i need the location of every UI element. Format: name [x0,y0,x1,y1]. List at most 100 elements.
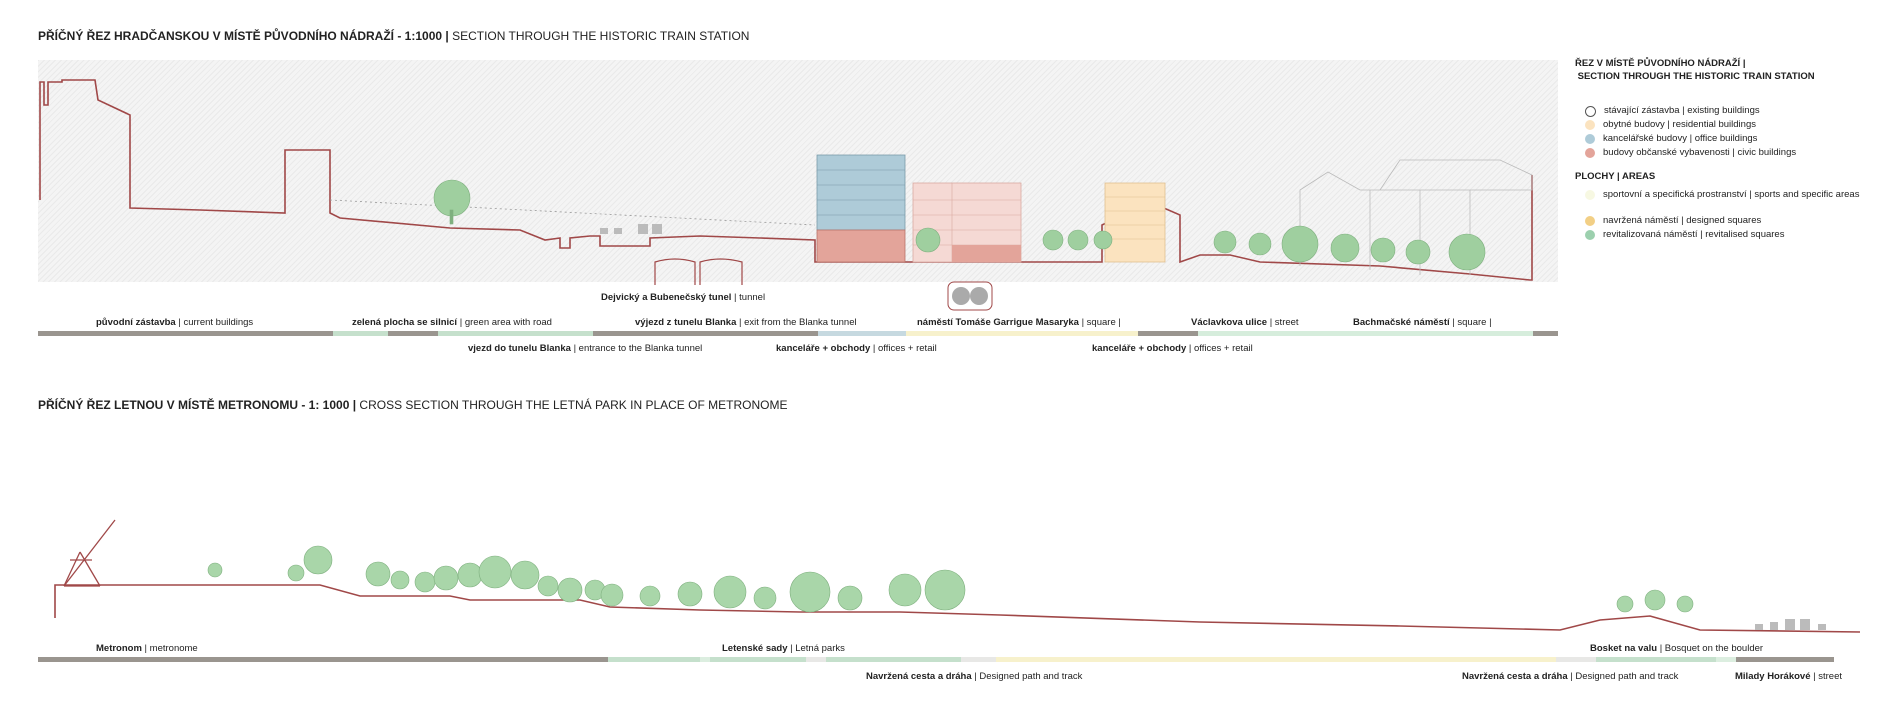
zone-park-2 [710,657,806,662]
label-rest: | Bosquet on the boulder [1657,643,1764,654]
label-bold: Navržená cesta a dráha [1462,671,1568,682]
label-bold: původní zástavba [96,317,176,328]
legend-label: revitalizovaná náměstí | revitalised squ… [1603,229,1785,240]
zone-square [906,331,1138,336]
tunnel-portals [654,258,743,285]
label-rest: | offices + retail [870,343,937,354]
section2-label-path-1: Navržená cesta a dráha | Designed path a… [866,671,1082,682]
zone-current-buildings [38,331,333,336]
zone-street [1736,657,1834,662]
legend-item-office: kancelářské budovy | office buildings [1585,133,1757,144]
legend-item-designed-squares: navržená náměstí | designed squares [1585,215,1761,226]
label-bold: Metronom [96,643,142,654]
section2-title-bold: PŘÍČNÝ ŘEZ LETNOU V MÍSTĚ METRONOMU - 1:… [38,398,357,412]
legend-swatch [1585,148,1595,158]
section2-label-metronome: Metronom | metronome [96,643,198,654]
label-bold: zelená plocha se silnicí [352,317,458,328]
section1-dashed-ref [329,199,816,226]
label-rest: | street [1810,671,1843,682]
label-rest: | entrance to the Blanka tunnel [570,343,703,354]
zone-offices [818,331,906,336]
tunnel-label-rest: | tunnel [731,292,766,303]
zone-park-3 [826,657,961,662]
section2-title-rest: CROSS SECTION THROUGH THE LETNÁ PARK IN … [356,398,788,412]
zone-green-2 [438,331,593,336]
residential-building [1104,182,1166,263]
label-rest: | Designed path and track [971,671,1083,682]
section2-label-bosquet: Bosket na valu | Bosquet on the boulder [1590,643,1763,654]
legend-swatch [1585,216,1595,226]
zone-end [1533,331,1558,336]
legend-label: sportovní a specifická prostranství | sp… [1603,189,1860,200]
zone-path-3 [1556,657,1596,662]
legend-title-line1: ŘEZ V MÍSTĚ PŮVODNÍHO NÁDRAŽÍ | [1575,58,1746,69]
section1-ground-line [39,79,1533,281]
section1-label-bachmacske: Bachmačské náměstí | square | [1353,317,1492,328]
zone-bachmacske [1198,331,1533,336]
label-rest: | current buildings [175,317,254,328]
zone-street [1138,331,1198,336]
label-rest: | street [1267,317,1299,328]
section2-label-letna-parks: Letenské sady | Letná parks [722,643,845,654]
label-rest: | metronome [141,643,198,654]
section1-label-tgm-square: náměstí Tomáše Garrigue Masaryka | squar… [917,317,1121,328]
section1-label-blanka-exit: výjezd z tunelu Blanka | exit from the B… [635,317,857,328]
label-bold: vjezd do tunelu Blanka [468,343,571,354]
legend-label: budovy občanské vybavenosti | civic buil… [1603,147,1797,158]
legend-item-revitalised-squares: revitalizovaná náměstí | revitalised squ… [1585,229,1784,240]
label-bold: kanceláře + obchody [1092,343,1187,354]
legend-item-sports: sportovní a specifická prostranství | sp… [1585,189,1865,200]
section1-label-green-area: zelená plocha se silnicí | green area wi… [352,317,552,328]
section1-label-offices-retail-2: kanceláře + obchody | offices + retail [1092,343,1253,354]
legend-swatch [1585,230,1595,240]
label-rest: | green area with road [457,317,552,328]
label-bold: kanceláře + obchody [776,343,871,354]
legend-item-civic: budovy občanské vybavenosti | civic buil… [1585,147,1796,158]
label-rest: | offices + retail [1186,343,1253,354]
section2-title: PŘÍČNÝ ŘEZ LETNOU V MÍSTĚ METRONOMU - 1:… [38,398,787,412]
legend-areas-title: PLOCHY | AREAS [1575,171,1656,182]
label-bold: výjezd z tunelu Blanka [635,317,737,328]
legend-label: navržená náměstí | designed squares [1603,215,1762,226]
label-bold: náměstí Tomáše Garrigue Masaryka [917,317,1079,328]
legend-title-line2: SECTION THROUGH THE HISTORIC TRAIN STATI… [1575,71,1815,82]
section1-label-blanka-entrance: vjezd do tunelu Blanka | entrance to the… [468,343,702,354]
legend-swatch [1585,134,1595,144]
label-bold: Navržená cesta a dráha [866,671,972,682]
zone-park-1 [608,657,700,662]
legend-item-existing: stávající zástavba | existing buildings [1585,105,1760,117]
label-bold: Milady Horákové [1735,671,1811,682]
section2-label-path-2: Navržená cesta a dráha | Designed path a… [1462,671,1678,682]
legend-label: stávající zástavba | existing buildings [1604,105,1760,116]
legend-swatch [1585,106,1596,117]
label-rest: | square | [1449,317,1492,328]
zone-path-1 [806,657,826,662]
section2-ground-line [54,584,1861,633]
section1-label-vaclavkova: Václavkova ulice | street [1191,317,1299,328]
label-bold: Letenské sady [722,643,788,654]
zone-bosquet-edge [1716,657,1736,662]
office-tower [816,154,906,263]
legend-label: obytné budovy | residential buildings [1603,119,1756,130]
label-rest: | square | [1078,317,1121,328]
label-rest: | Letná parks [787,643,845,654]
section1-vehicles [600,224,662,234]
section2-label-horakove: Milady Horákové | street [1735,671,1842,682]
zone-green-1 [333,331,388,336]
zone-path-2 [961,657,996,662]
zone-park-gap [700,657,710,662]
zone-bosquet [1596,657,1716,662]
zone-metronome [38,657,608,662]
legend-swatch [1585,120,1595,130]
label-bold: Bachmačské náměstí [1353,317,1450,328]
legend-item-residential: obytné budovy | residential buildings [1585,119,1756,130]
legend-label: kancelářské budovy | office buildings [1603,133,1758,144]
legend-swatch [1585,190,1595,200]
zone-track [996,657,1556,662]
tunnel-label: Dejvický a Bubenečský tunel | tunnel [601,292,765,303]
label-rest: | exit from the Blanka tunnel [736,317,857,328]
label-rest: | Designed path and track [1567,671,1679,682]
metronome [63,519,116,587]
